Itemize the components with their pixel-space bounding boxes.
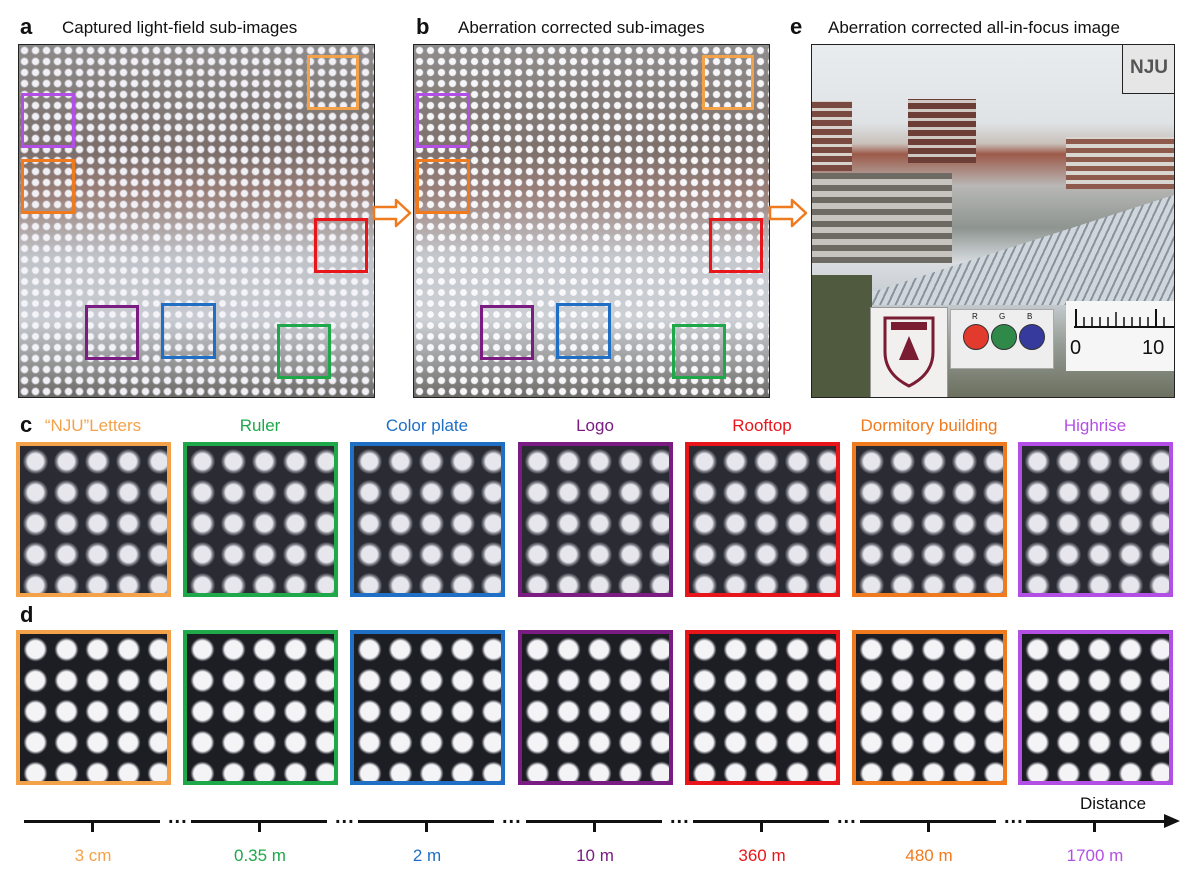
raw-subimage-tile: [518, 442, 673, 597]
roi-box-nju-b: [702, 55, 754, 110]
roi-box-colorplate: [161, 303, 216, 359]
lightfield-image-b: [413, 44, 770, 398]
right-building: [1066, 137, 1174, 189]
lightfield-image-a: [18, 44, 375, 398]
color-label-b: B: [1027, 312, 1033, 321]
category-label: Rooftop: [732, 416, 792, 435]
corrected-subimage-tile: [350, 630, 505, 785]
tall-building: [908, 99, 976, 163]
category-label: Dormitory building: [860, 416, 998, 435]
nju-inset: NJU: [1122, 45, 1174, 94]
corrected-subimage-tile: [183, 630, 338, 785]
distance-label: 2 m: [412, 846, 442, 865]
axis-ellipsis: ...: [502, 806, 522, 828]
panel-title-a: Captured light-field sub-images: [62, 18, 298, 37]
raw-subimage-tile: [183, 442, 338, 597]
axis-ellipsis: ...: [335, 806, 355, 828]
raw-subimage-tile: [852, 442, 1007, 597]
corrected-subimage-tile: [852, 630, 1007, 785]
distance-label: 480 m: [905, 846, 953, 865]
distance-label: 0.35 m: [234, 846, 286, 865]
ruler: 0 10: [1066, 301, 1174, 371]
axis-segment: [1026, 820, 1170, 823]
axis-ellipsis: ...: [1004, 806, 1024, 828]
distance-label: 360 m: [738, 846, 786, 865]
distance-label: 10 m: [576, 846, 614, 865]
category-label: “NJU”Letters: [44, 416, 142, 435]
roi-box-colorplate-b: [556, 303, 611, 359]
category-label: Ruler: [239, 416, 281, 435]
roi-box-highrise: [21, 93, 75, 148]
distance-label: 1700 m: [1066, 846, 1124, 865]
axis-label: Distance: [1080, 794, 1147, 813]
raw-subimage-tile: [350, 442, 505, 597]
color-label-r: R: [972, 312, 978, 321]
axis-tick: [1093, 820, 1096, 832]
category-label: Logo: [576, 416, 614, 435]
roi-box-highrise-b: [416, 93, 470, 148]
distance-label: 3 cm: [74, 846, 112, 865]
axis-tick: [425, 820, 428, 832]
logo-sign: [870, 307, 948, 397]
panel-letter-d: d: [20, 602, 34, 627]
roi-box-dormitory-b: [416, 159, 470, 214]
axis-tick: [258, 820, 261, 832]
axis-tick: [927, 820, 930, 832]
category-label: Color plate: [385, 416, 469, 435]
axis-ellipsis: ...: [837, 806, 857, 828]
panel-title-b: Aberration corrected sub-images: [458, 18, 705, 37]
arrow-a-to-b-icon: [372, 198, 412, 228]
roi-box-nju: [307, 55, 359, 110]
category-label: Highrise: [1063, 416, 1127, 435]
ruler-ten-label: 10: [1142, 337, 1165, 359]
corrected-subimage-tile: [1018, 630, 1173, 785]
panel-letter-e: e: [790, 14, 803, 39]
ruler-ticks-icon: [1074, 309, 1174, 328]
arrow-b-to-e-icon: [768, 198, 808, 228]
ruler-zero-label: 0: [1070, 337, 1082, 359]
axis-tick: [91, 820, 94, 832]
dormitory-building: [812, 173, 952, 263]
axis-tick: [593, 820, 596, 832]
roi-box-rooftop-b: [709, 218, 763, 273]
roi-box-ruler: [277, 324, 331, 379]
axis-arrowhead-icon: [1164, 814, 1180, 828]
roi-box-rooftop: [314, 218, 368, 273]
raw-subimage-tile: [1018, 442, 1173, 597]
axis-tick: [760, 820, 763, 832]
trees: [812, 275, 872, 397]
roi-box-logo-b: [480, 305, 534, 360]
red-dot: [963, 324, 989, 350]
blue-dot: [1019, 324, 1045, 350]
highrise-building: [812, 101, 852, 171]
green-dot: [991, 324, 1017, 350]
corrected-subimage-tile: [685, 630, 840, 785]
panel-title-e: Aberration corrected all-in-focus image: [828, 18, 1120, 37]
color-plate: R G B: [950, 309, 1054, 369]
nju-inset-text: NJU: [1129, 57, 1168, 78]
panel-letter-a: a: [20, 14, 33, 39]
raw-subimage-tile: [685, 442, 840, 597]
roi-box-logo: [85, 305, 139, 360]
corrected-subimage-tile: [16, 630, 171, 785]
panel-letter-b: b: [416, 14, 430, 39]
all-in-focus-image: NJU R G B: [811, 44, 1175, 398]
corrected-subimage-tile: [518, 630, 673, 785]
university-logo-icon: [883, 316, 935, 388]
axis-ellipsis: ...: [168, 806, 188, 828]
raw-subimage-tile: [16, 442, 171, 597]
axis-ellipsis: ...: [670, 806, 690, 828]
color-label-g: G: [999, 312, 1006, 321]
panel-letter-c: c: [20, 412, 33, 437]
roi-box-dormitory: [21, 159, 75, 214]
roi-box-ruler-b: [672, 324, 726, 379]
